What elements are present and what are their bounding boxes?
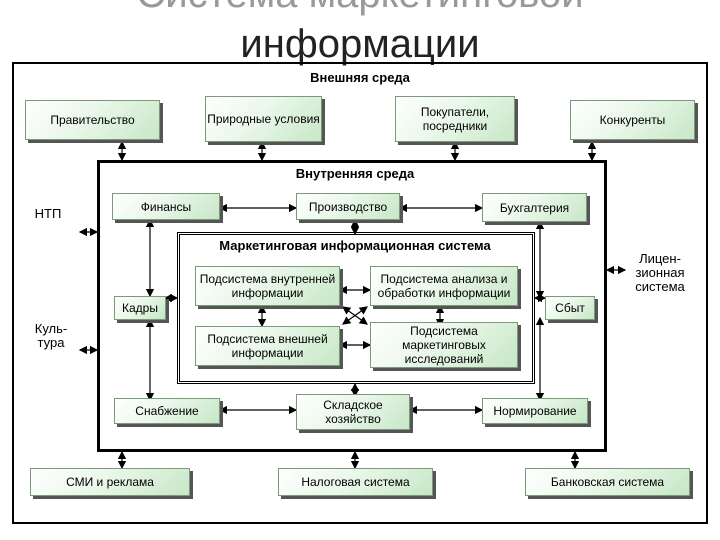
finance-box: Финансы	[112, 193, 220, 220]
ntp-label: НТП	[34, 206, 62, 221]
internal-environment-frame	[97, 160, 607, 452]
norming-box: Нормирование	[482, 398, 588, 424]
external-info-subsystem-box: Подсистема внешней информации	[195, 326, 340, 366]
mis-label: Маркетинговая информационная система	[180, 238, 530, 253]
buyers-box: Покупатели, посредники	[395, 96, 515, 142]
warehouse-box: Складское хозяйство	[296, 394, 410, 430]
personnel-box: Кадры	[114, 296, 166, 320]
research-subsystem-box: Подсистема маркетинговых исследований	[370, 322, 518, 368]
nature-box: Природные условия	[205, 96, 322, 142]
arrow-cross-2	[342, 306, 368, 325]
media-box: СМИ и реклама	[30, 468, 190, 496]
accounting-box: Бухгалтерия	[482, 193, 587, 222]
title-line-1: Система маркетинговой	[0, 0, 720, 16]
competitors-box: Конкуренты	[570, 100, 695, 140]
banking-box: Банковская система	[525, 468, 690, 496]
internal-environment-label: Внутренняя среда	[270, 166, 440, 181]
title-line-2: информации	[240, 22, 480, 66]
sales-box: Сбыт	[545, 296, 595, 320]
license-label: Лицен-зионная система	[635, 251, 685, 294]
government-box: Правительство	[25, 100, 160, 140]
external-environment-frame	[12, 62, 708, 524]
culture-label: Куль-тура	[34, 321, 68, 350]
supply-box: Снабжение	[114, 398, 220, 424]
production-box: Производство	[296, 193, 400, 220]
tax-box: Налоговая система	[278, 468, 433, 496]
analysis-subsystem-box: Подсистема анализа и обработки информаци…	[370, 266, 518, 306]
internal-info-subsystem-box: Подсистема внутренней информации	[195, 266, 340, 306]
external-environment-label: Внешняя среда	[280, 70, 440, 85]
